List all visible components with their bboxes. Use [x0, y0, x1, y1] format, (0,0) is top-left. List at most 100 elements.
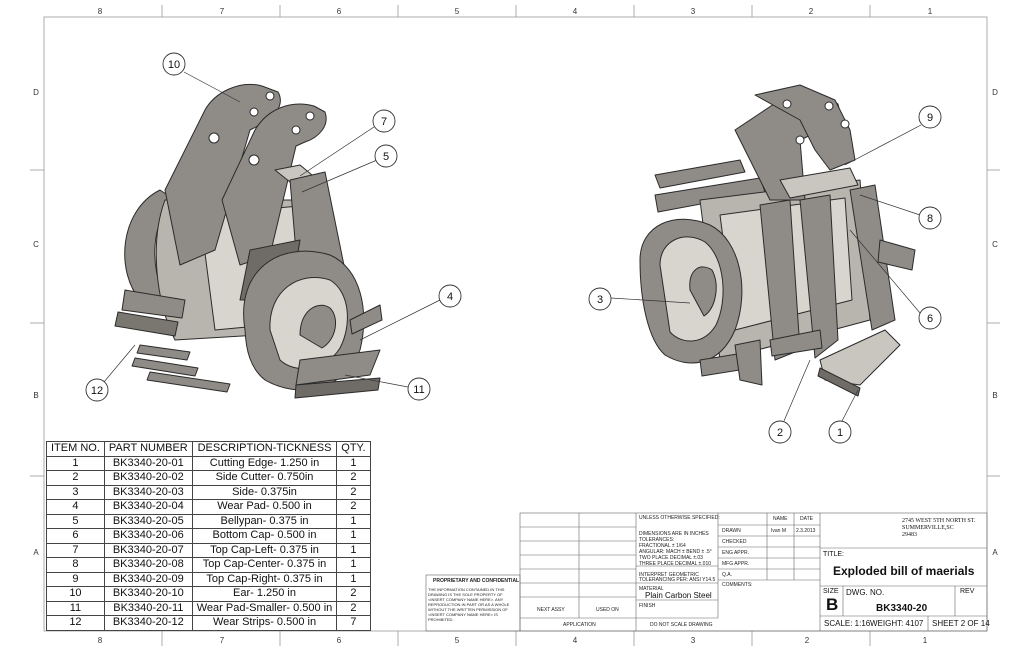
bom-cell: Side Cutter- 0.750in — [191, 470, 338, 486]
bom-cell: BK3340-20-09 — [103, 571, 193, 587]
interpret-line: TOLERANCING PER: ANSI Y14.5 — [639, 577, 716, 583]
bom-cell: Top Cap-Left- 0.375 in — [191, 542, 338, 558]
zone-row-b-left: B — [33, 391, 39, 400]
bom-cell: 1 — [336, 513, 371, 529]
zone-row-d-left: D — [33, 88, 39, 97]
bom-cell: 1 — [336, 455, 371, 471]
proprietary-line: PROHIBITED. — [428, 617, 454, 622]
tolerance-line: UNLESS OTHERWISE SPECIFIED: — [639, 515, 720, 521]
bom-header-part-number: PART NUMBER — [103, 441, 193, 457]
zone-row-c-right: C — [992, 240, 998, 249]
bom-cell: 2 — [336, 484, 371, 500]
bom-cell: 11 — [46, 600, 105, 616]
drawn-label: DRAWN — [722, 528, 741, 534]
application-label: APPLICATION — [563, 622, 596, 628]
bom-cell: 9 — [46, 571, 105, 587]
tolerance-line: TOLERANCES: — [639, 537, 675, 543]
bom-cell: 10 — [46, 586, 105, 602]
bom-cell: 1 — [336, 571, 371, 587]
balloon-9: 9 — [927, 112, 933, 124]
bom-cell: 1 — [336, 528, 371, 544]
bom-cell: Top Cap-Right- 0.375 in — [191, 571, 338, 587]
bom-cell: 7 — [336, 615, 371, 631]
checked-label: CHECKED — [722, 539, 747, 545]
used-on-label: USED ON — [596, 607, 619, 613]
qa-label: Q.A. — [722, 572, 733, 578]
balloon-6: 6 — [927, 313, 933, 325]
bom-cell: BK3340-20-03 — [103, 484, 193, 500]
zone-col-7-top: 7 — [219, 7, 225, 16]
bom-cell: BK3340-20-08 — [103, 557, 193, 573]
bom-cell: Wear Pad- 0.500 in — [191, 499, 338, 515]
weight-value: WEIGHT: 4107 — [870, 619, 924, 628]
material-label: MATERIAL — [639, 586, 664, 592]
balloon-12: 12 — [91, 385, 103, 397]
zone-col-3-top: 3 — [690, 7, 696, 16]
proprietary-line: <INSERT COMPANY NAME HERE> IS — [428, 612, 498, 617]
title-block-grid — [425, 512, 988, 632]
bom-cell: Bottom Cap- 0.500 in — [191, 528, 338, 544]
bill-of-materials-table: ITEM NO. PART NUMBER DESCRIPTION-TICKNES… — [46, 441, 371, 631]
zone-col-5-bottom: 5 — [454, 636, 460, 645]
title-label: TITLE: — [823, 551, 845, 558]
name-header: NAME — [773, 516, 788, 522]
next-assy-label: NEXT ASSY — [537, 607, 565, 613]
zone-col-1-top: 1 — [927, 7, 933, 16]
right-exploded-assembly — [639, 84, 916, 397]
balloon-3: 3 — [597, 294, 603, 306]
tolerance-line: THREE PLACE DECIMAL ±.010 — [639, 561, 712, 567]
balloon-11: 11 — [413, 384, 424, 396]
bom-cell: Bellypan- 0.375 in — [191, 513, 338, 529]
address-line: 2745 WEST 5TH NORTH ST. — [902, 518, 976, 524]
bom-cell: 1 — [46, 455, 105, 471]
size-value: B — [826, 595, 839, 614]
balloon-7: 7 — [381, 116, 387, 128]
bom-cell: BK3340-20-11 — [103, 600, 193, 616]
bom-cell: Wear Strips- 0.500 in — [191, 615, 338, 631]
interpret-line: INTERPRET GEOMETRIC — [639, 572, 699, 578]
proprietary-line: REPRODUCTION IN PART OR AS A WHOLE — [428, 602, 510, 607]
bom-cell: Wear Pad-Smaller- 0.500 in — [191, 600, 338, 616]
bom-cell: 2 — [336, 470, 371, 486]
zone-col-3-bottom: 3 — [690, 636, 696, 645]
balloon-5: 5 — [383, 151, 389, 163]
dwg-no-label: DWG. NO. — [846, 588, 885, 597]
bom-cell: 12 — [46, 615, 105, 631]
date-header: DATE — [800, 516, 813, 522]
bom-cell: 6 — [46, 528, 105, 544]
finish-label: FINISH — [639, 603, 656, 609]
balloon-circles — [85, 52, 942, 444]
bom-cell: 4 — [46, 499, 105, 515]
bom-cell: 2 — [336, 600, 371, 616]
bom-cell: 2 — [336, 499, 371, 515]
bom-cell: 1 — [336, 557, 371, 573]
address-line: 29483 — [902, 532, 917, 538]
left-exploded-assembly — [114, 84, 383, 399]
bom-header-description: DESCRIPTION-TICKNESS — [191, 441, 338, 457]
zone-col-6-bottom: 6 — [336, 636, 342, 645]
proprietary-line: WITHOUT THE WRITTEN PERMISSION OF — [428, 607, 508, 612]
bom-cell: BK3340-20-12 — [103, 615, 193, 631]
bom-cell: 8 — [46, 557, 105, 573]
do-not-scale-label: DO NOT SCALE DRAWING — [650, 622, 713, 628]
proprietary-line: DRAWING IS THE SOLE PROPERTY OF — [428, 592, 503, 597]
zone-col-5-top: 5 — [454, 7, 460, 16]
comments-label: COMMENTS: — [722, 582, 753, 588]
balloon-4: 4 — [447, 291, 453, 303]
size-label: SIZE — [823, 588, 839, 595]
bom-cell: BK3340-20-06 — [103, 528, 193, 544]
tolerance-line: FRACTIONAL ± 1/64 — [639, 543, 686, 549]
bom-cell: BK3340-20-01 — [103, 455, 193, 471]
zone-col-6-top: 6 — [336, 7, 342, 16]
zone-row-d-right: D — [992, 88, 998, 97]
zone-col-8-top: 8 — [97, 7, 103, 16]
proprietary-line: THE INFORMATION CONTAINED IN THIS — [428, 587, 505, 592]
